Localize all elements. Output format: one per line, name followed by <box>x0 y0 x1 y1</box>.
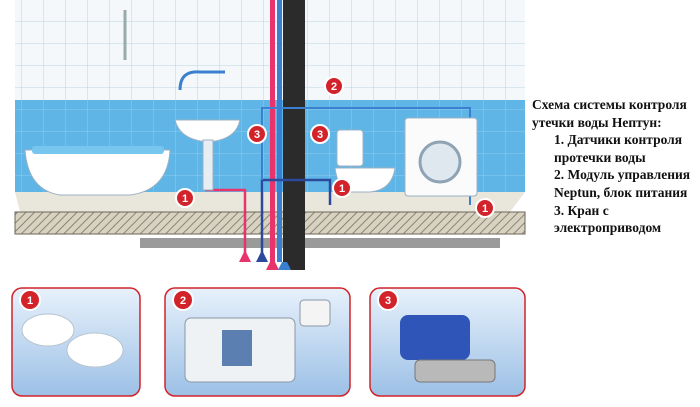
svg-text:1: 1 <box>339 183 345 195</box>
arrow-up-icon <box>256 250 268 262</box>
badge-module-scene: 2 <box>324 76 344 96</box>
sensor-cable-hot <box>205 188 247 255</box>
sink-pedestal <box>202 139 214 191</box>
legend-item-valve: 3. Кран с электроприводом <box>554 202 662 236</box>
svg-text:3: 3 <box>317 129 323 141</box>
badge-sensor-toilet: 1 <box>332 178 352 198</box>
panel-sensors: 1 <box>11 287 141 397</box>
badge-valve-sink: 3 <box>247 124 267 144</box>
hot-arrow-icon <box>266 262 279 270</box>
hot-water-riser <box>270 0 275 262</box>
svg-text:1: 1 <box>182 193 188 205</box>
washing-machine-door <box>418 140 462 184</box>
svg-text:3: 3 <box>385 295 391 307</box>
faucet-pipe <box>178 70 225 91</box>
toilet-tank <box>336 129 364 167</box>
cold-water-riser <box>277 0 282 262</box>
badge-valve-riser: 3 <box>310 124 330 144</box>
bathtub <box>24 149 171 196</box>
sensor-device <box>66 332 124 368</box>
arrow-up-icon <box>239 250 251 262</box>
control-panel-buttons <box>222 330 252 366</box>
svg-text:2: 2 <box>180 295 186 307</box>
badge-sensor-bath: 1 <box>175 188 195 208</box>
power-adapter <box>299 299 331 327</box>
bath-water <box>32 146 164 154</box>
legend-title: Схема системы контроля утечки воды Непту… <box>532 97 687 130</box>
svg-text:1: 1 <box>482 203 488 215</box>
legend: Схема системы контроля утечки воды Непту… <box>532 96 697 237</box>
sensor-device <box>21 313 75 347</box>
valve-body <box>414 359 496 383</box>
svg-text:3: 3 <box>254 129 260 141</box>
badge-sensor-washer: 1 <box>475 198 495 218</box>
panel-valve: 3 <box>369 287 526 397</box>
cold-arrow-icon <box>278 262 291 270</box>
svg-text:1: 1 <box>27 295 33 307</box>
valve-actuator <box>400 315 470 360</box>
legend-item-module: 2. Модуль управления Neptun, блок питани… <box>554 167 691 200</box>
sewer-riser <box>283 0 305 270</box>
panel-control-module: 2 <box>164 287 351 397</box>
underfloor-pipe <box>140 238 500 248</box>
legend-item-sensors: 1. Датчики контроля протечки воды <box>554 132 683 165</box>
sensor-cable <box>260 178 332 255</box>
svg-text:2: 2 <box>331 81 337 93</box>
